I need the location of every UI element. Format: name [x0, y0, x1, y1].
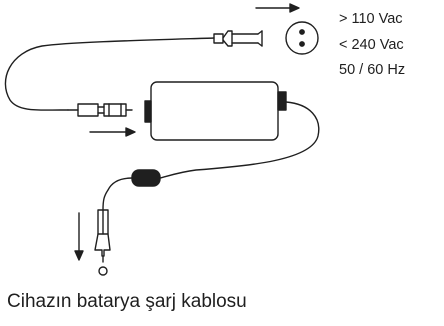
adapter-input-connector-icon: [67, 103, 133, 117]
power-adapter-icon: [144, 81, 287, 141]
mains-cable: [4, 37, 215, 111]
wall-plug-icon: [213, 30, 263, 47]
output-cable: [159, 101, 320, 179]
dc-cable: [102, 177, 133, 211]
wall-socket-icon: [285, 21, 319, 55]
dc-plug-icon: [94, 209, 111, 276]
caption: Cihazın batarya şarj kablosu: [7, 291, 247, 312]
ferrite-bead-icon: [131, 169, 161, 187]
frequency-label: 50 / 60 Hz: [339, 62, 406, 78]
arrow-down-icon: [74, 212, 84, 261]
max-voltage-label: < 240 Vac: [339, 37, 404, 53]
arrow-right-icon: [89, 127, 136, 137]
arrow-right-icon: [255, 3, 300, 13]
min-voltage-label: > 110 Vac: [339, 11, 403, 27]
